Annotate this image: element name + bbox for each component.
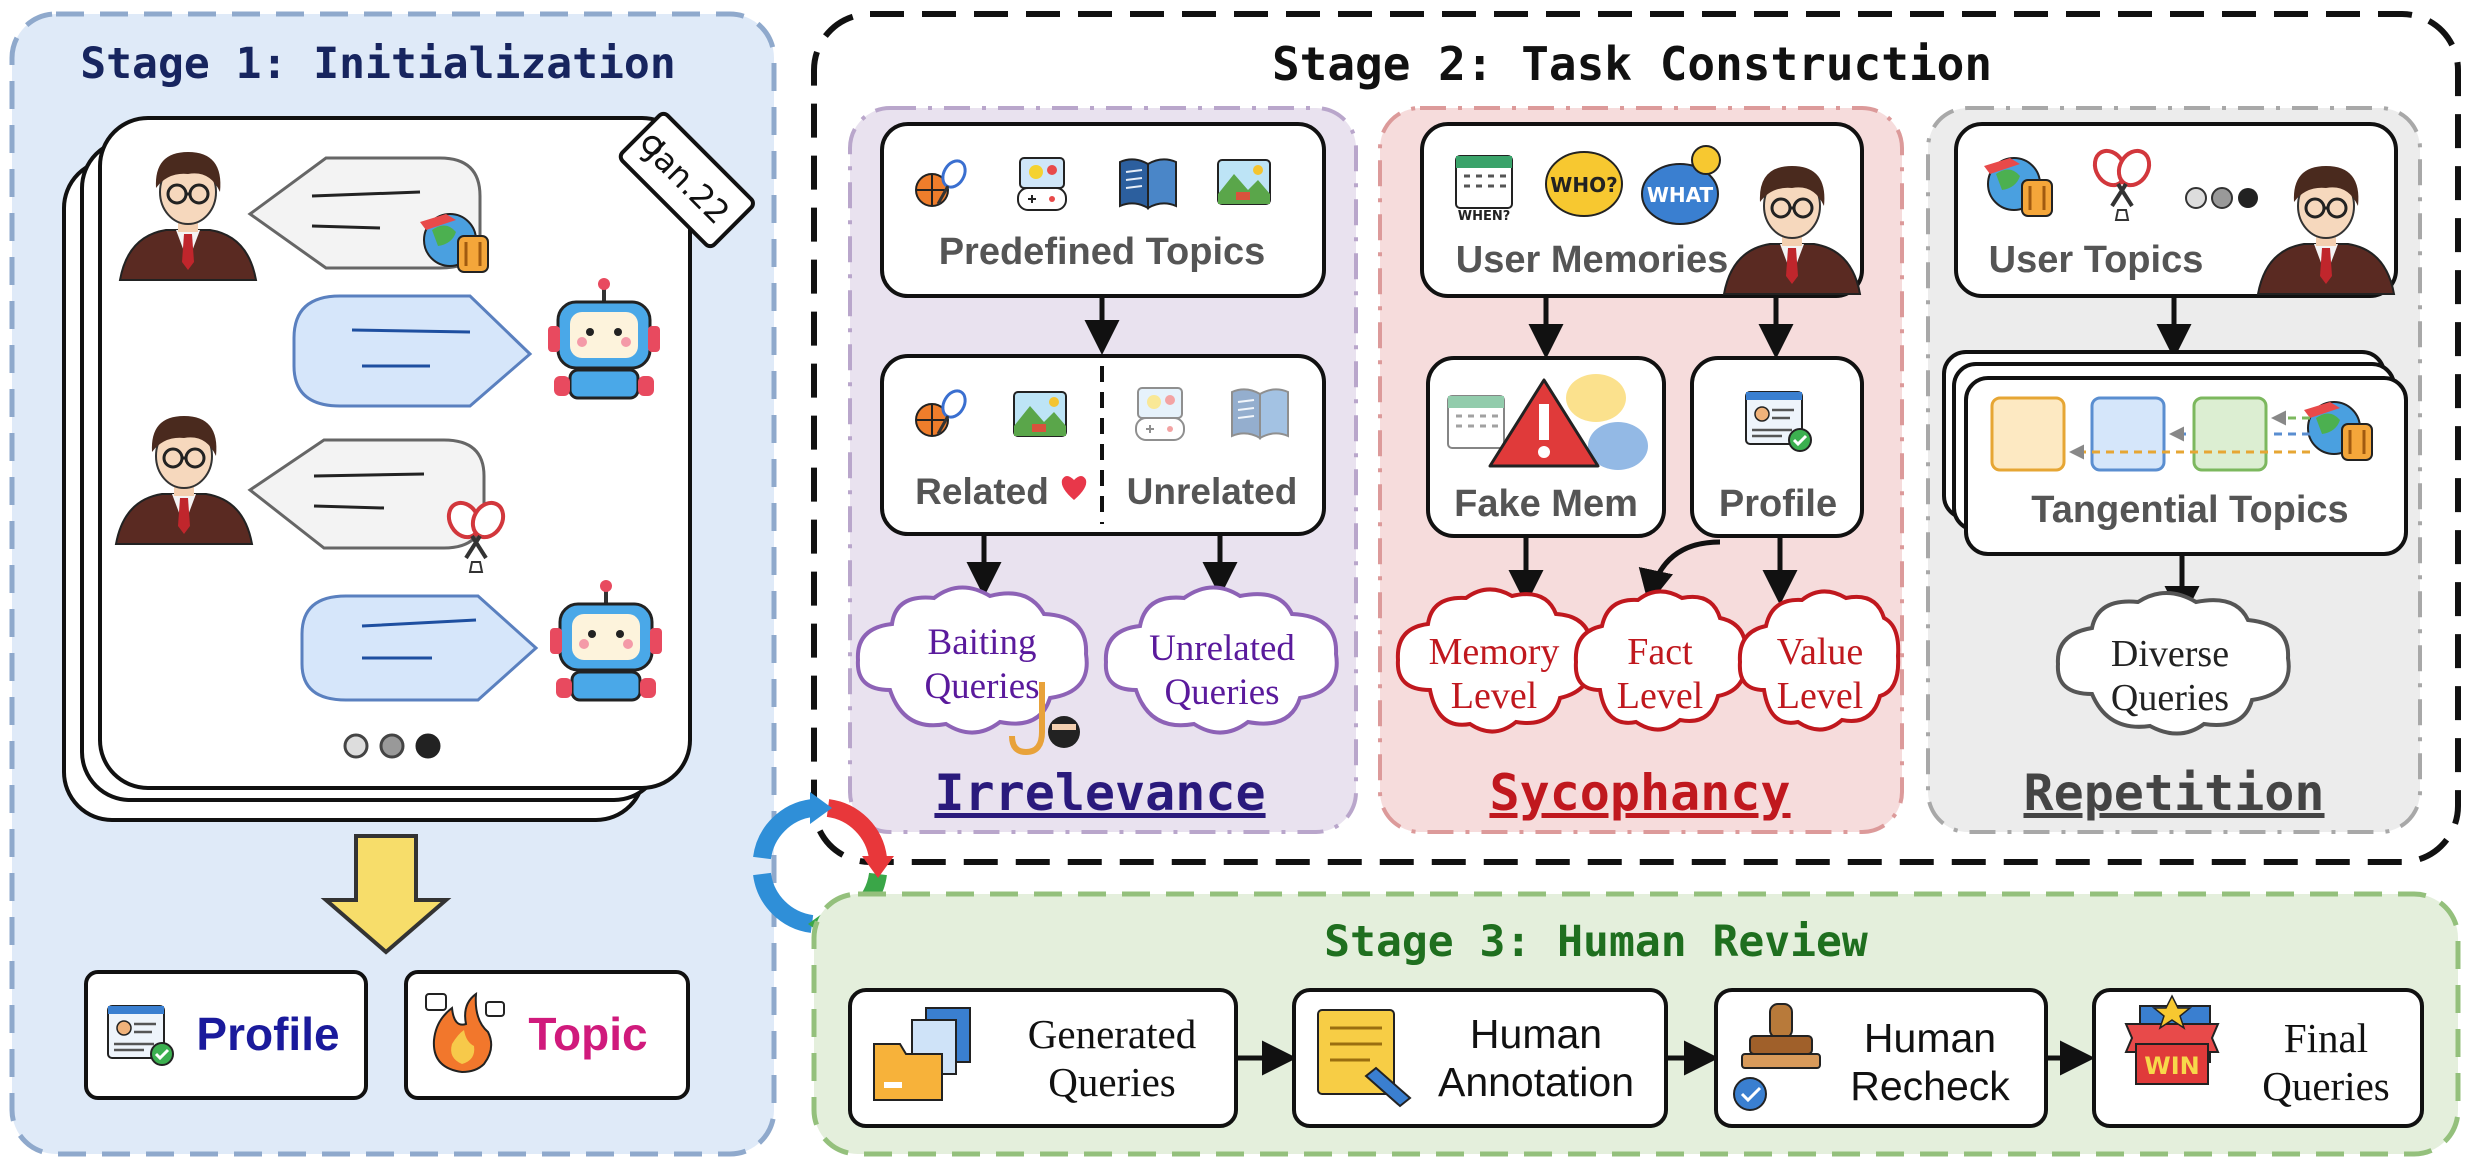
ellipsis-dot xyxy=(2211,187,2233,209)
step2-line1: Human xyxy=(1470,1011,1602,1057)
win-icon: WIN xyxy=(2124,994,2220,1085)
profile-card-icon xyxy=(106,1004,175,1067)
user-memories-label: User Memories xyxy=(1456,239,1728,281)
step3-line1: Human xyxy=(1864,1015,1996,1061)
topic-output-label: Topic xyxy=(528,1008,647,1060)
unrelated-queries-cloud xyxy=(1103,585,1339,735)
tangential-topics-label: Tangential Topics xyxy=(2031,489,2348,531)
user-topics-label: User Topics xyxy=(1989,239,2204,281)
irrelevance-label: Irrelevance xyxy=(934,764,1265,822)
assistant-message-bubble-2 xyxy=(300,594,539,702)
stage1-title: Stage 1: Initialization xyxy=(80,39,675,89)
memory-level-line2: Level xyxy=(1451,675,1538,717)
fact-level-line1: Fact xyxy=(1627,631,1693,673)
step4-line1: Final xyxy=(2284,1015,2368,1061)
who-faded-icon xyxy=(1566,374,1626,422)
fire-topic-icon xyxy=(425,991,505,1074)
diverse-queries-cloud xyxy=(2055,591,2291,736)
predefined-topics-box xyxy=(880,122,1326,298)
unrelated-queries-line2: Queries xyxy=(1164,672,1279,713)
stage2-title: Stage 2: Task Construction xyxy=(1272,37,1992,91)
landscape-icon-2 xyxy=(1013,391,1067,437)
assistant-message-bubble xyxy=(292,294,533,408)
profile-output-box xyxy=(84,970,368,1100)
page-dot xyxy=(379,733,405,759)
related-label: Related xyxy=(915,471,1049,512)
book-icon xyxy=(1119,158,1177,209)
step4-line2: Queries xyxy=(2262,1063,2390,1109)
memory-level-cloud xyxy=(1395,587,1595,734)
user-message-bubble-2 xyxy=(247,438,486,550)
when-label: WHEN? xyxy=(1458,209,1511,224)
stage2-panel: Stage 2: Task Construction Predefined To… xyxy=(811,11,2461,865)
profile-output-label: Profile xyxy=(196,1008,339,1060)
value-level-cloud xyxy=(1737,589,1901,732)
profile-label: Profile xyxy=(1719,483,1837,525)
gamepad-icon xyxy=(1017,157,1067,211)
step1-line1: Generated xyxy=(1028,1011,1196,1057)
page-dot-active xyxy=(415,733,441,759)
what-label: WHAT xyxy=(1647,183,1714,207)
fake-mem-label: Fake Mem xyxy=(1454,483,1638,525)
repetition-column: User Topics Tangential Topics Diverse Qu… xyxy=(1926,106,2422,834)
irrelevance-column: Predefined Topics Related Unrelated Bait… xyxy=(848,106,1358,834)
topic-node xyxy=(1990,396,2066,472)
fact-level-line2: Level xyxy=(1617,675,1704,717)
baiting-queries-cloud xyxy=(855,585,1089,735)
repetition-label: Repetition xyxy=(2023,764,2324,822)
profile-box xyxy=(1690,356,1864,538)
ellipsis-dot xyxy=(2238,188,2258,208)
calendar-icon xyxy=(1454,154,1514,210)
unrelated-label: Unrelated xyxy=(1127,471,1298,512)
step1-line2: Queries xyxy=(1048,1059,1176,1105)
topic-node xyxy=(2192,396,2268,472)
fact-level-cloud xyxy=(1573,589,1749,732)
value-level-line1: Value xyxy=(1777,631,1864,673)
baiting-queries-line2: Queries xyxy=(924,666,1039,707)
predefined-topics-label: Predefined Topics xyxy=(939,231,1266,273)
stamp-icon xyxy=(1733,1003,1821,1111)
topic-node xyxy=(2090,396,2166,472)
win-label: WIN xyxy=(2144,1052,2200,1080)
memory-level-line1: Memory xyxy=(1429,631,1560,673)
diverse-queries-line2: Queries xyxy=(2111,677,2229,719)
human-recheck-box xyxy=(1714,988,2048,1128)
heart-icon xyxy=(1061,476,1087,500)
user-message-bubble xyxy=(247,156,482,270)
calendar-faded-icon xyxy=(1446,394,1506,450)
stage1-panel: Stage 1: Initialization Jan.22 xyxy=(9,11,777,1157)
fishing-hook-icon xyxy=(1009,682,1080,756)
step3-line2: Recheck xyxy=(1850,1063,2010,1109)
folder-icon xyxy=(873,1007,971,1101)
ellipsis-dot xyxy=(2185,187,2207,209)
what-faded-icon xyxy=(1588,422,1648,470)
who-label: WHO? xyxy=(1550,173,1617,197)
value-level-line2: Level xyxy=(1777,675,1864,717)
down-arrow-icon xyxy=(320,834,452,955)
unrelated-queries-line1: Unrelated xyxy=(1149,628,1295,669)
page-dot xyxy=(343,733,369,759)
stage3-panel: Stage 3: Human Review Generated Queries … xyxy=(811,891,2461,1157)
question-icon xyxy=(1691,145,1721,175)
gamepad-faded-icon xyxy=(1135,387,1185,441)
book-faded-icon xyxy=(1231,388,1289,439)
step2-line2: Annotation xyxy=(1438,1059,1634,1105)
diverse-queries-line1: Diverse xyxy=(2111,633,2229,675)
sycophancy-column: WHEN? WHO? WHAT User Memories Fake Mem P… xyxy=(1378,106,1904,834)
baiting-queries-line1: Baiting xyxy=(928,622,1037,663)
sycophancy-label: Sycophancy xyxy=(1489,764,1790,822)
what-bubble-icon xyxy=(1641,163,1719,225)
annotation-icon xyxy=(1317,1009,1412,1108)
stage3-title: Stage 3: Human Review xyxy=(1324,917,1868,967)
landscape-icon xyxy=(1217,159,1271,205)
who-bubble-icon xyxy=(1545,151,1623,217)
profile-card-icon-2 xyxy=(1744,390,1813,453)
tangential-topics-box xyxy=(1964,376,2408,556)
